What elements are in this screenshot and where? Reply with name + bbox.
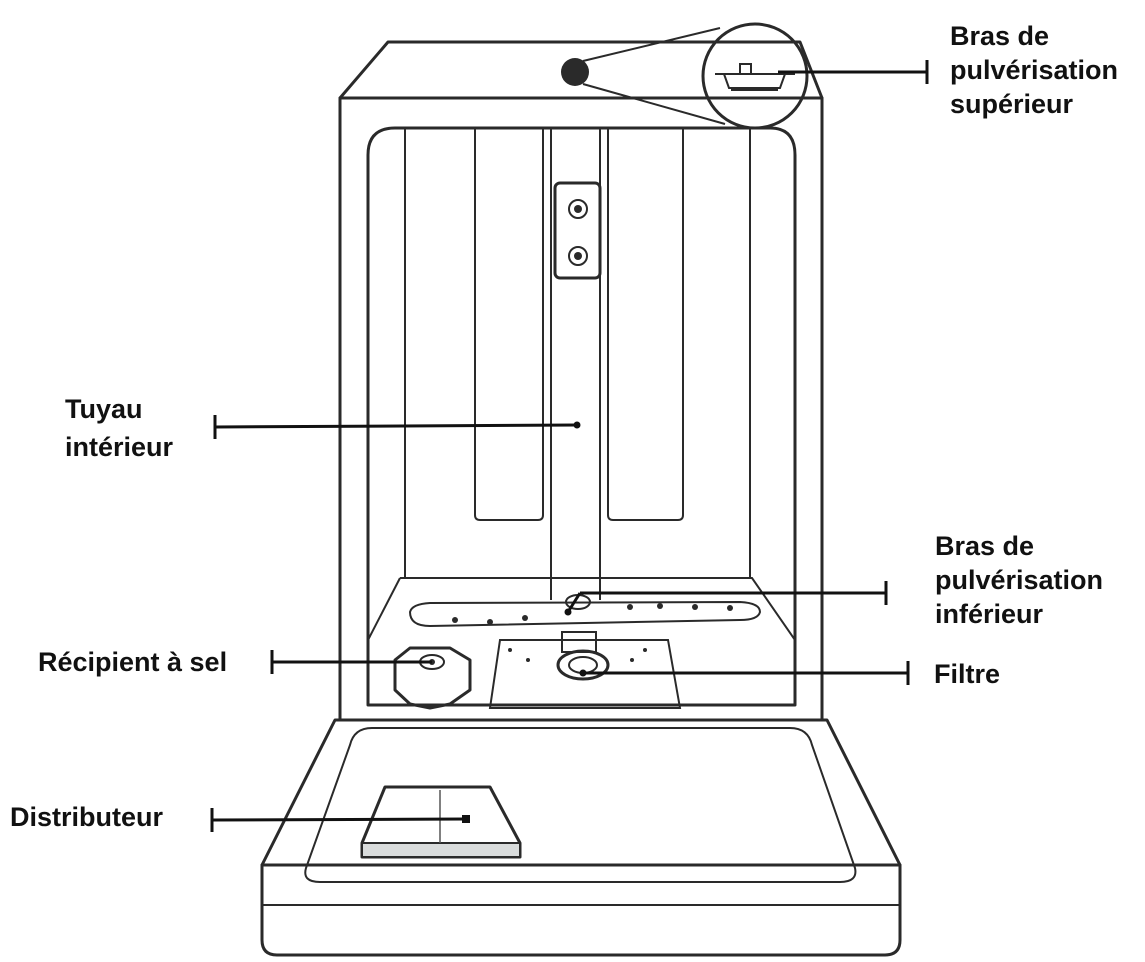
label-lower-arm: Bras de pulvérisation inférieur [935, 531, 1111, 629]
tub-interior [368, 128, 795, 705]
leader-dispenser [212, 808, 470, 832]
lower-spray-arm [410, 595, 760, 626]
leader-inner-pipe [215, 415, 581, 439]
filter-base [490, 632, 680, 708]
detergent-dispenser [362, 787, 520, 857]
leader-lines [212, 60, 927, 832]
label-filter: Filtre [934, 659, 1000, 689]
door [262, 720, 900, 955]
upper-spray-arm-magnifier [561, 24, 807, 128]
label-inner-pipe: Tuyau intérieur [65, 394, 174, 462]
label-salt: Récipient à sel [38, 647, 227, 677]
leader-lower-arm [565, 581, 887, 616]
leader-upper-arm [778, 60, 927, 84]
label-dispenser: Distributeur [10, 802, 164, 832]
salt-container [395, 648, 470, 708]
leader-salt [272, 650, 432, 674]
label-upper-arm: Bras de pulvérisation supérieur [950, 21, 1126, 119]
leader-filter [580, 661, 909, 685]
